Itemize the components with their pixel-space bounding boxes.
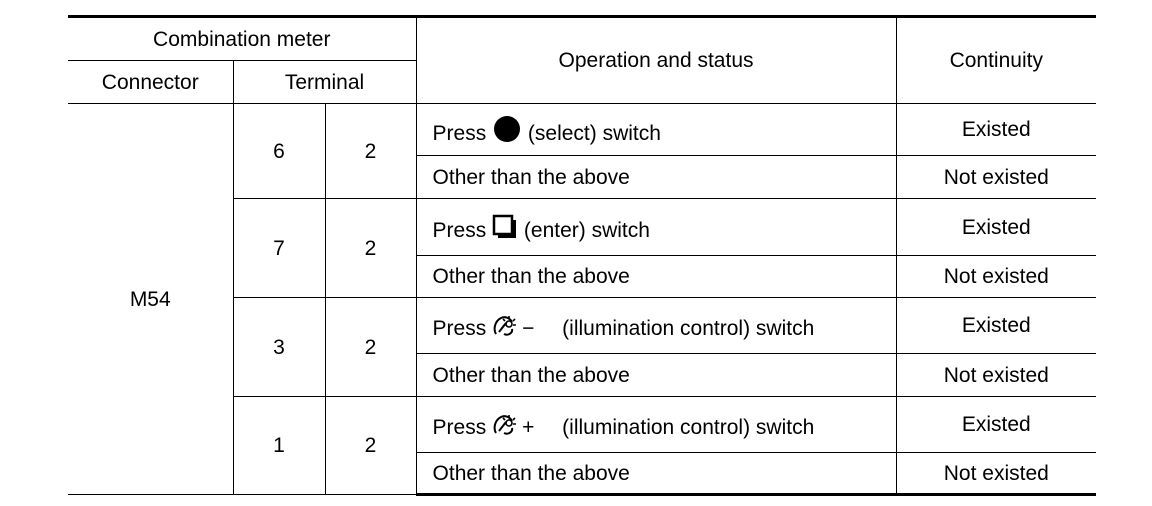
header-operation: Operation and status (415, 15, 897, 104)
press-label: Press (432, 416, 487, 439)
operation-press-cell: Press (enter) switch (415, 198, 897, 256)
operation-other-cell: Other than the above (415, 155, 897, 199)
operation-other-cell: Other than the above (415, 255, 897, 298)
header-terminal: Terminal (232, 60, 417, 104)
continuity-existed-cell: Existed (895, 297, 1097, 354)
operation-press-cell: Press − (illumination control) switch (415, 297, 897, 354)
action-label: (select) switch (527, 122, 661, 145)
continuity-existed-cell: Existed (895, 103, 1097, 156)
continuity-existed-cell: Existed (895, 396, 1097, 453)
illumination-sign: + (522, 416, 535, 439)
terminal-b-cell: 2 (324, 198, 417, 298)
press-label: Press (432, 122, 487, 145)
terminal-b-cell: 2 (324, 297, 417, 397)
operation-press-cell: Press (select) switch (415, 103, 897, 156)
operation-other-cell: Other than the above (415, 353, 897, 397)
terminal-a-cell: 7 (232, 198, 326, 298)
terminal-b-cell: 2 (324, 103, 417, 199)
continuity-not-existed-cell: Not existed (895, 452, 1097, 496)
connector-cell: M54 (68, 103, 234, 495)
terminal-a-cell: 1 (232, 396, 326, 495)
header-continuity: Continuity (895, 15, 1097, 104)
operation-press-cell: Press + (illumination control) switch (415, 396, 897, 453)
terminal-a-cell: 6 (232, 103, 326, 199)
header-connector: Connector (68, 60, 234, 104)
action-label: (illumination control) switch (562, 416, 815, 439)
illumination-minus-icon (492, 312, 522, 338)
continuity-not-existed-cell: Not existed (895, 353, 1097, 397)
continuity-not-existed-cell: Not existed (895, 255, 1097, 298)
filled-circle-icon (492, 115, 522, 143)
action-label: (enter) switch (523, 218, 650, 242)
header-combination-meter: Combination meter (68, 15, 417, 61)
operation-other-cell: Other than the above (415, 452, 897, 496)
continuity-not-existed-cell: Not existed (895, 155, 1097, 199)
terminal-b-cell: 2 (324, 396, 417, 495)
continuity-existed-cell: Existed (895, 198, 1097, 256)
illumination-plus-icon (492, 411, 522, 437)
enter-square-icon (492, 214, 518, 240)
press-label: Press (432, 317, 487, 340)
terminal-a-cell: 3 (232, 297, 326, 397)
continuity-table: Combination meter Operation and status C… (68, 15, 1097, 496)
press-label: Press (432, 218, 487, 242)
action-label: (illumination control) switch (562, 317, 815, 340)
illumination-sign: − (522, 317, 535, 340)
